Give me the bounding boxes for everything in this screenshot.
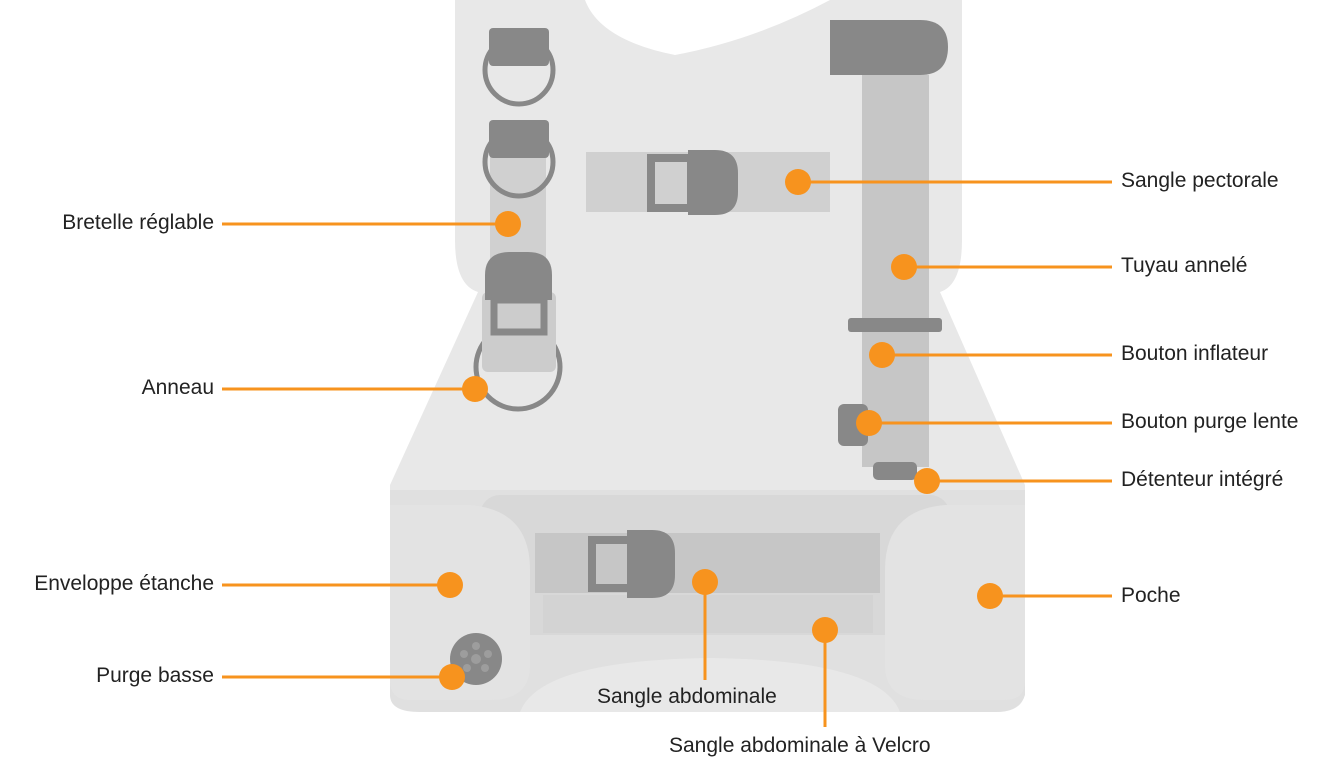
valve-hole (460, 650, 468, 658)
marker-purge-basse (439, 664, 465, 690)
label-purge-basse: Purge basse (96, 664, 214, 687)
left-shoulder-hardware (473, 28, 563, 412)
hose-cap (830, 20, 948, 75)
buckle-head (485, 252, 552, 300)
callout-markers (437, 169, 1003, 690)
label-bouton-purge-lente: Bouton purge lente (1121, 410, 1299, 433)
label-tuyau: Tuyau annelé (1121, 254, 1248, 277)
marker-sangle-pectorale (785, 169, 811, 195)
valve-hole (484, 650, 492, 658)
label-poche: Poche (1121, 584, 1181, 607)
valve-hole (463, 664, 471, 672)
right-pocket (885, 505, 1025, 700)
marker-detenteur (914, 468, 940, 494)
valve-hole (471, 654, 481, 664)
label-bouton-inflateur: Bouton inflateur (1121, 342, 1269, 365)
label-detenteur: Détenteur intégré (1121, 468, 1284, 491)
waist-buckle-head (627, 530, 675, 598)
marker-anneau (462, 376, 488, 402)
integrated-regulator-tip (873, 462, 917, 480)
chest-strap (586, 150, 830, 215)
marker-enveloppe (437, 572, 463, 598)
chest-buckle-head (688, 150, 738, 215)
label-bretelle: Bretelle réglable (62, 211, 214, 234)
label-sangle-velcro: Sangle abdominale à Velcro (669, 734, 931, 757)
marker-tuyau (891, 254, 917, 280)
marker-poche (977, 583, 1003, 609)
label-anneau: Anneau (141, 376, 214, 399)
buckle-slot (490, 296, 548, 336)
valve-hole (472, 642, 480, 650)
valve-hole (481, 664, 489, 672)
waist-strap (535, 530, 880, 633)
label-sangle-pectorale: Sangle pectorale (1121, 169, 1279, 192)
marker-bretelle (495, 211, 521, 237)
callouts (222, 180, 1112, 727)
d-ring-top-clip (489, 28, 549, 66)
marker-bouton-inflateur (869, 342, 895, 368)
marker-sangle-velcro (812, 617, 838, 643)
marker-bouton-purge-lente (856, 410, 882, 436)
label-enveloppe: Enveloppe étanche (34, 572, 214, 595)
d-ring-middle-clip (489, 120, 549, 158)
inflator-collar (848, 318, 942, 332)
label-sangle-abdominale: Sangle abdominale (597, 685, 777, 708)
marker-sangle-abdominale (692, 569, 718, 595)
